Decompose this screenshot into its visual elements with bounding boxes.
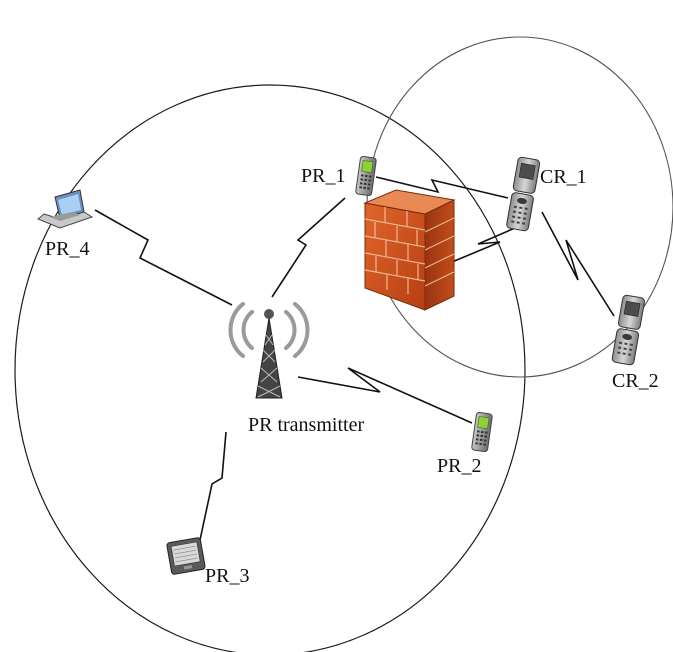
pr1-mobile-phone-icon [355,155,377,197]
pr3-label: PR_3 [205,565,249,587]
pr-transmitter-label: PR transmitter [248,414,364,436]
cr1-label: CR_1 [540,166,587,188]
firewall-icon [363,189,456,311]
pr1-label: PR_1 [301,165,345,187]
pr4-laptop-icon [37,189,94,229]
link-pr1-cr1 [375,176,509,199]
link-tx-pr3 [199,431,227,541]
pr3-tablet-icon [166,537,206,575]
cr1-flip-phone-icon [506,156,541,232]
pr2-mobile-phone-icon [471,411,493,453]
radio-tower-icon [228,302,310,399]
cr2-label: CR_2 [612,370,659,392]
cr2-flip-phone-icon [611,294,645,366]
pr4-label: PR_4 [45,238,89,260]
primary-coverage-area [14,84,526,652]
link-tx-pr4 [94,209,233,306]
link-firewall-cr1 [451,224,523,263]
link-cr1-cr2 [541,211,615,317]
pr2-label: PR_2 [437,455,481,477]
link-tx-pr1 [271,197,346,298]
link-tx-pr2 [297,367,473,424]
